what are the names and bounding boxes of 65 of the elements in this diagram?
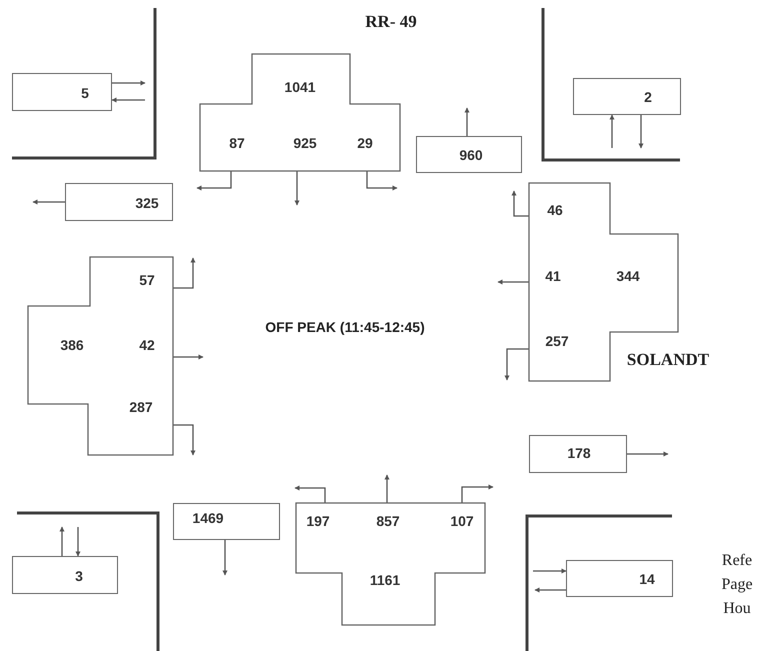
count-number: 857	[376, 513, 400, 529]
arrow	[464, 107, 470, 136]
count-number: 57	[139, 272, 155, 288]
count-box	[12, 73, 112, 111]
road-name: SOLANDT	[626, 350, 710, 370]
arrow	[504, 348, 529, 381]
note-text: Refe	[722, 552, 752, 570]
count-number: 46	[547, 202, 563, 218]
arrow	[173, 354, 204, 360]
arrow	[627, 451, 669, 457]
arrow	[111, 97, 145, 103]
count-box	[173, 503, 280, 540]
arrow	[196, 171, 232, 191]
arrow	[112, 80, 146, 86]
count-number: 14	[639, 571, 655, 587]
arrow	[75, 527, 81, 557]
count-box	[65, 183, 173, 221]
arrow	[384, 474, 390, 503]
count-number: 87	[229, 135, 245, 151]
count-number: 41	[545, 268, 561, 284]
count-number: 178	[567, 445, 591, 461]
count-number: 3	[75, 568, 83, 584]
count-number: 107	[450, 513, 474, 529]
count-box	[573, 78, 681, 115]
arrow	[497, 279, 529, 285]
arrow	[294, 171, 300, 206]
count-number: 42	[139, 337, 155, 353]
count-number: 5	[81, 85, 89, 101]
count-number: 29	[357, 135, 373, 151]
note-text: Page	[721, 576, 753, 594]
count-number: 344	[616, 268, 640, 284]
arrow	[294, 485, 326, 503]
arrow	[59, 526, 65, 556]
road-name: RR- 49	[365, 12, 417, 32]
approach-count-outline	[200, 54, 400, 171]
count-number: 325	[135, 195, 159, 211]
count-number: 925	[293, 135, 317, 151]
arrow	[32, 199, 65, 205]
count-number: 960	[459, 147, 483, 163]
count-number: 2	[644, 89, 652, 105]
count-number: 257	[545, 333, 569, 349]
count-box	[416, 136, 522, 173]
arrow	[609, 114, 615, 148]
count-number: 287	[129, 399, 153, 415]
count-number: 386	[60, 337, 84, 353]
arrow	[533, 568, 567, 574]
arrow	[534, 587, 566, 593]
period-label: OFF PEAK (11:45-12:45)	[265, 319, 425, 335]
approach-count-outline	[296, 503, 485, 625]
arrow	[222, 540, 228, 576]
count-box	[12, 556, 118, 594]
note-text: Hou	[723, 600, 751, 618]
arrow	[366, 171, 398, 191]
arrow	[173, 424, 196, 456]
count-box	[529, 435, 627, 473]
count-number: 1041	[284, 79, 316, 95]
arrow	[638, 115, 644, 149]
count-number: 197	[306, 513, 330, 529]
approach-count-outline	[28, 257, 173, 455]
arrow	[461, 484, 494, 503]
count-box	[566, 560, 673, 597]
arrow	[173, 257, 196, 289]
arrow	[511, 190, 529, 217]
count-number: 1161	[370, 572, 400, 588]
count-number: 1469	[192, 510, 224, 526]
